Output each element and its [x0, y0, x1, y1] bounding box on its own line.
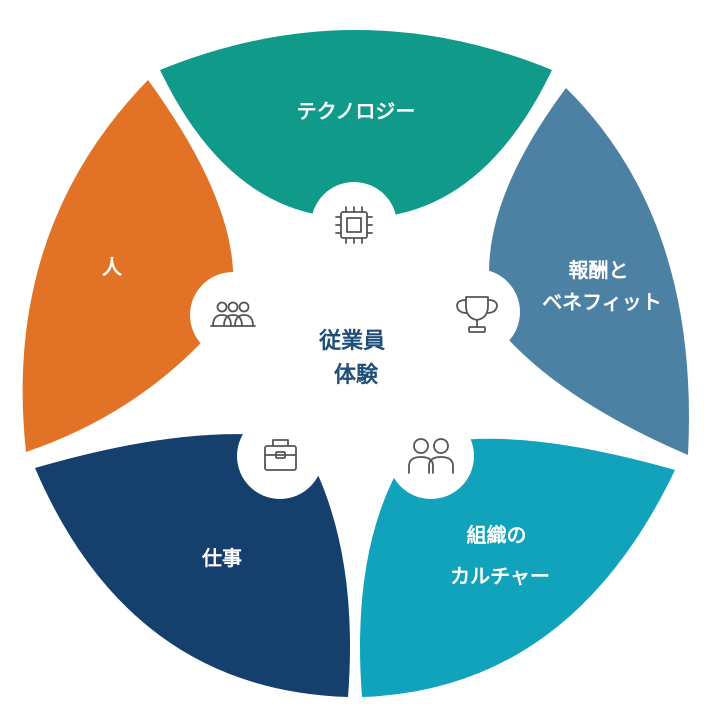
- group-icon: [210, 301, 256, 327]
- segment-technology: [160, 30, 552, 219]
- badge-rewards: [434, 269, 520, 355]
- segment-label-people: 人: [102, 255, 123, 279]
- badge-work: [237, 413, 323, 499]
- segment-label-work: 仕事: [201, 546, 242, 570]
- segment-label-culture: 組織の カルチャー: [450, 523, 550, 588]
- badge-people: [190, 272, 276, 358]
- badge-culture: [388, 413, 474, 499]
- toolbox-icon: [264, 439, 297, 471]
- segment-label-rewards: 報酬と ベネフィット: [542, 258, 662, 314]
- trophy-icon: [456, 296, 498, 333]
- segment-culture: [360, 438, 675, 697]
- segment-people: [22, 80, 234, 452]
- chip-icon: [335, 206, 373, 244]
- segment-work: [35, 434, 350, 697]
- segment-rewards: [489, 88, 689, 455]
- badge-technology: [311, 182, 397, 268]
- center-title: 従業員 体験: [318, 328, 393, 388]
- people-pair-icon: [408, 438, 454, 474]
- segment-label-technology: テクノロジー: [297, 99, 416, 123]
